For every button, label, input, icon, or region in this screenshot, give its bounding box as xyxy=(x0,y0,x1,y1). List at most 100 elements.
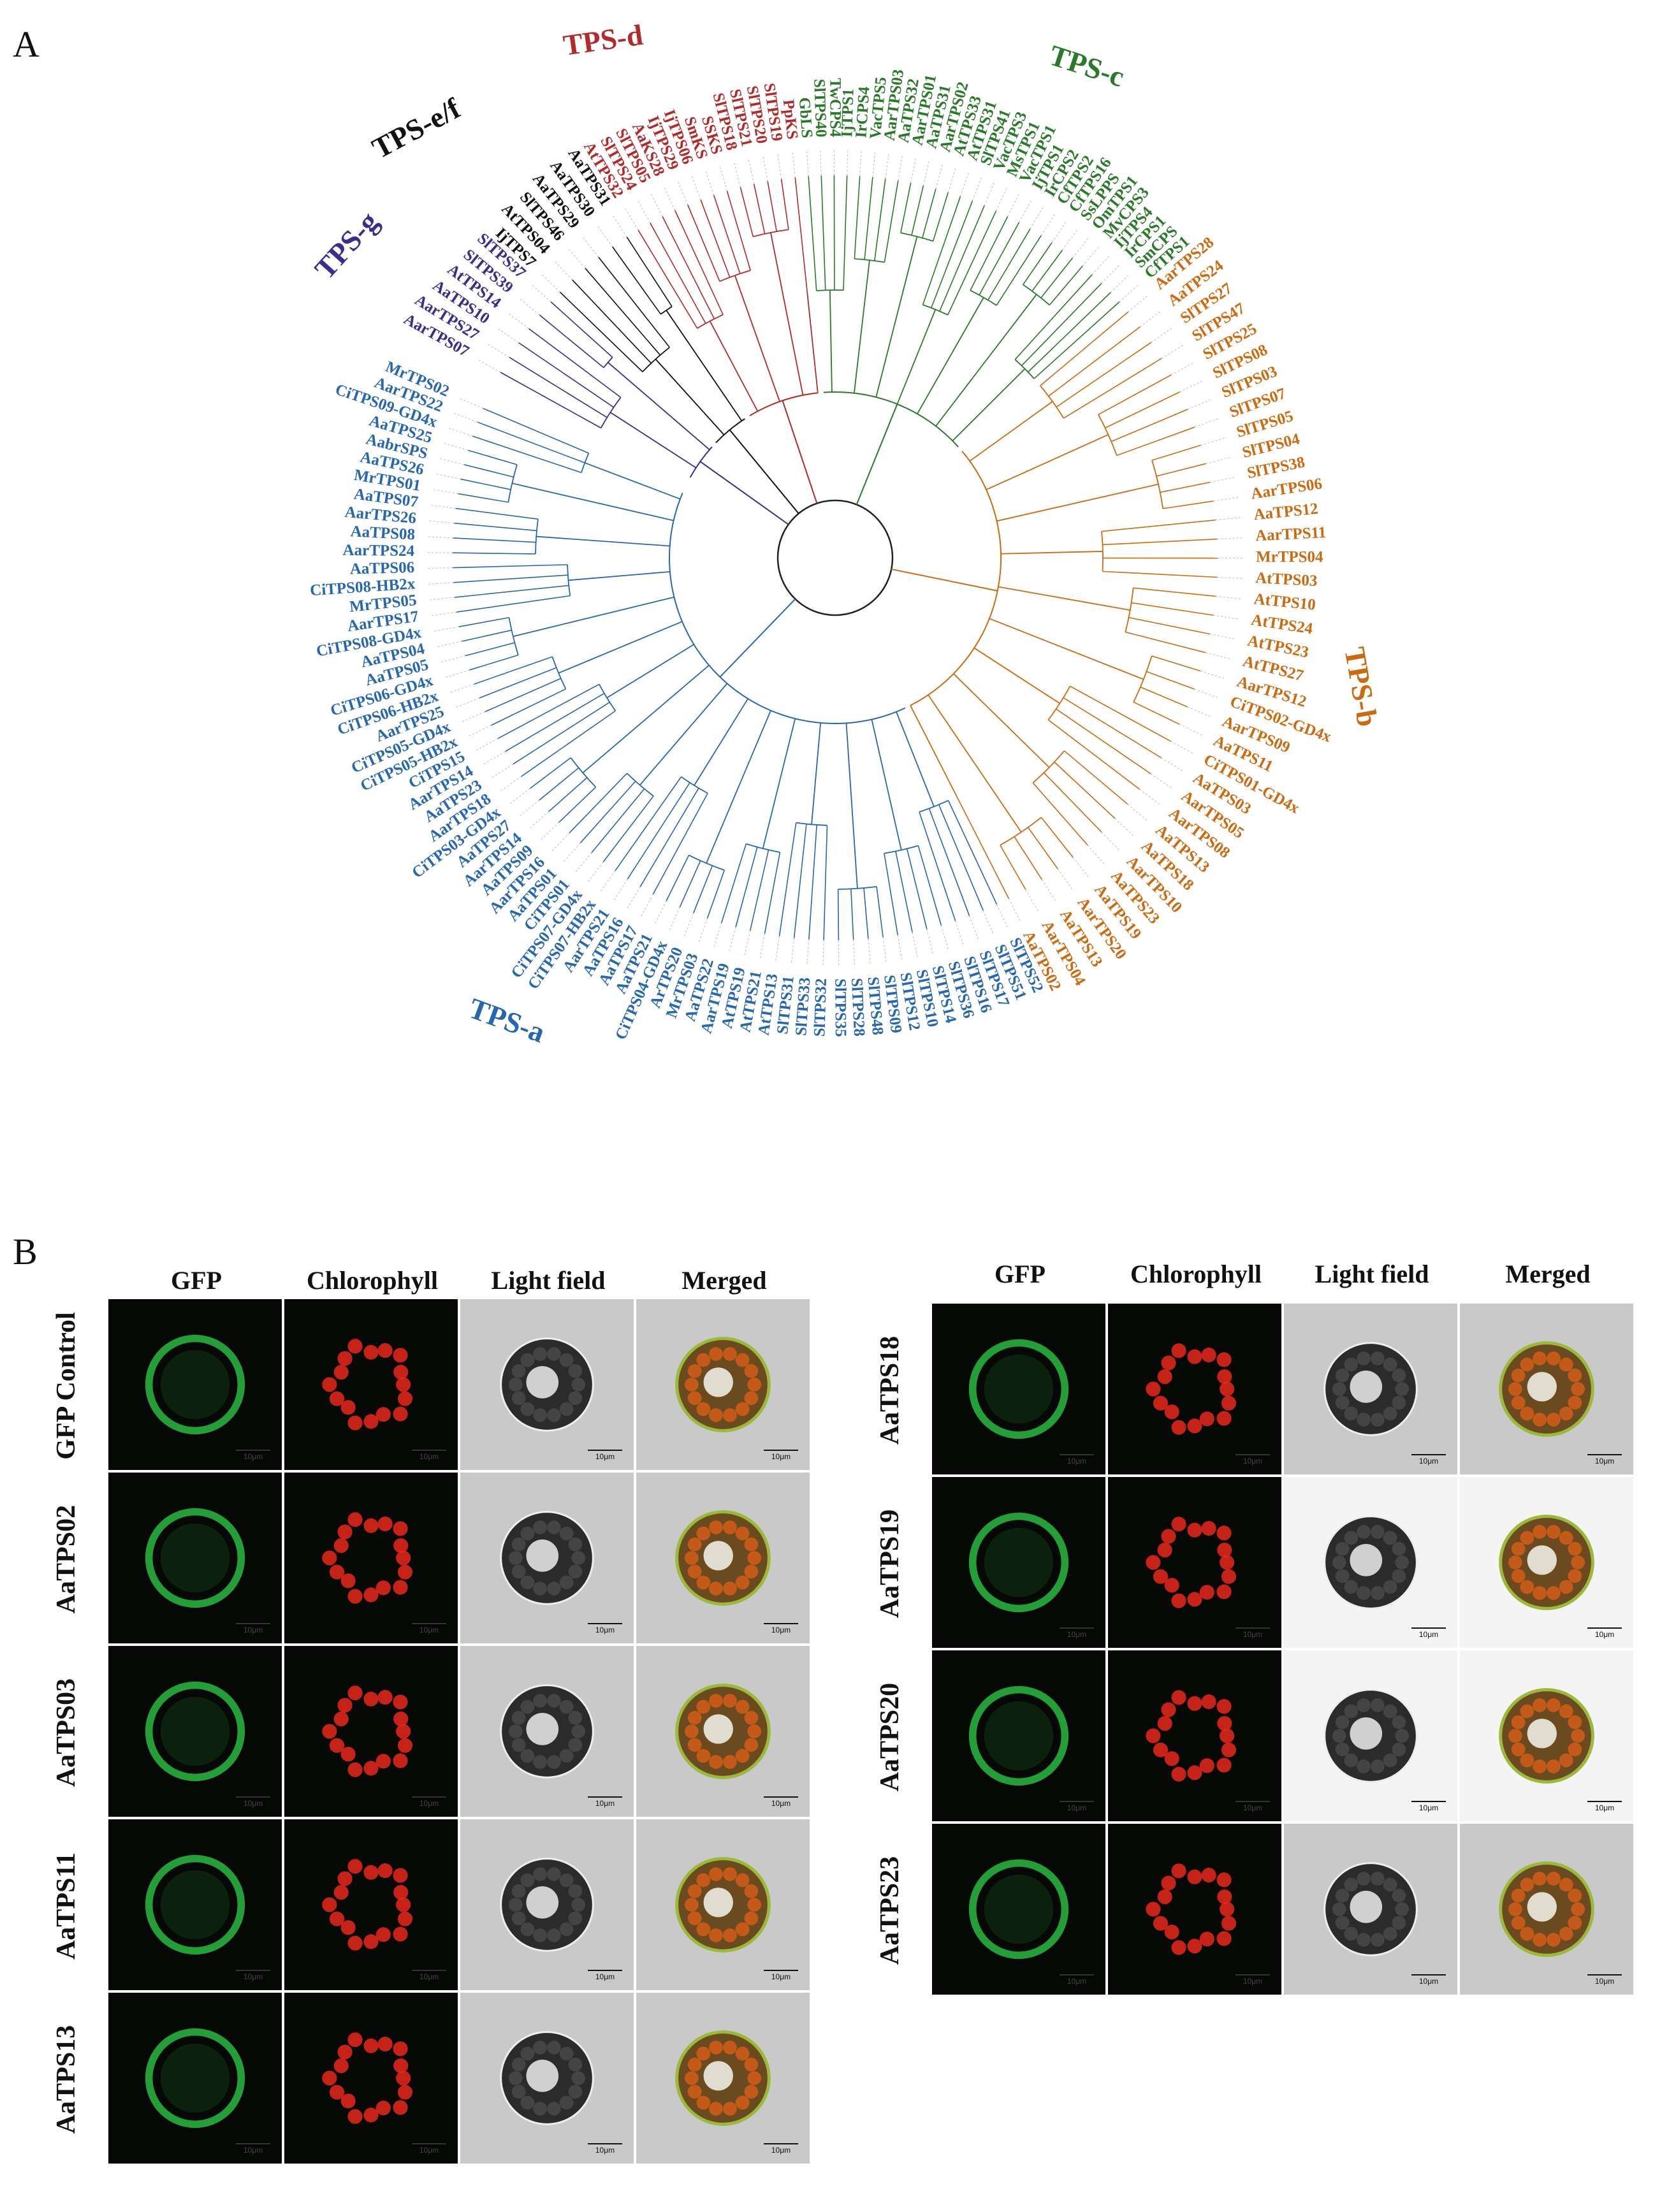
micrograph-chlorophyll: 10μm xyxy=(284,1993,458,2164)
scale-bar: 10μm xyxy=(1235,1974,1270,1986)
micrograph-chlorophyll: 10μm xyxy=(284,1819,458,1990)
micrograph-merged: 10μm xyxy=(1460,1650,1633,1821)
column-header-light-field: Light field xyxy=(1315,1260,1429,1288)
scale-bar: 10μm xyxy=(236,1970,270,1981)
micrograph-merged: 10μm xyxy=(636,1819,810,1990)
scale-bar: 10μm xyxy=(1060,1801,1094,1812)
row-label: AaTPS03 xyxy=(52,1678,81,1787)
micrograph-light-field: 10μm xyxy=(460,1299,634,1470)
scale-bar: 10μm xyxy=(1060,1454,1094,1466)
scale-bar: 10μm xyxy=(764,1796,798,1808)
scale-bar: 10μm xyxy=(412,1623,446,1634)
scale-bar: 10μm xyxy=(764,1623,798,1634)
leaf-label: AaTPS08 xyxy=(350,523,416,543)
clade-tps-b: AarTPS28AaTPS24SlTPS27SlTPS47SlTPS25SlTP… xyxy=(891,234,1334,994)
scale-bar: 10μm xyxy=(588,1970,622,1981)
clade-label-tps-c: TPS-c xyxy=(1046,38,1128,93)
row-label: AaTPS20 xyxy=(875,1682,905,1792)
micrograph-gfp: 10μm xyxy=(932,1304,1105,1474)
micrograph-chlorophyll: 10μm xyxy=(1108,1304,1281,1474)
micrograph-gfp: 10μm xyxy=(108,1993,282,2164)
leaf-label: AaTPS12 xyxy=(1253,500,1319,524)
leaf-label: SlTPS33 xyxy=(792,977,813,1036)
micrograph-gfp: 10μm xyxy=(108,1299,282,1470)
micrograph-chlorophyll: 10μm xyxy=(284,1299,458,1470)
leaf-label: SlTPS32 xyxy=(811,978,830,1037)
scale-bar: 10μm xyxy=(236,1623,270,1634)
micrograph-merged: 10μm xyxy=(636,1473,810,1643)
leaf-label: AtTPS03 xyxy=(1255,569,1318,590)
scale-bar: 10μm xyxy=(1235,1801,1270,1812)
column-header-gfp: GFP xyxy=(995,1260,1046,1288)
micrograph-gfp: 10μm xyxy=(108,1819,282,1990)
scale-bar: 10μm xyxy=(412,1450,446,1461)
row-label: AaTPS18 xyxy=(875,1335,905,1445)
column-header-merged: Merged xyxy=(681,1266,767,1295)
micrograph-chlorophyll: 10μm xyxy=(1108,1650,1281,1821)
scale-bar: 10μm xyxy=(1411,1627,1446,1639)
scale-bar: 10μm xyxy=(1411,1801,1446,1812)
clade-tps-a: SlTPS52SlTPS51SlTPS17SlTPS16SlTPS36SlTPS… xyxy=(309,358,1046,1042)
leaf-label: IrCPS4 xyxy=(852,86,873,139)
scale-bar: 10μm xyxy=(1060,1627,1094,1639)
micrograph-gfp: 10μm xyxy=(108,1646,282,1817)
leaf-label: MrTPS04 xyxy=(1256,548,1323,565)
micrograph-light-field: 10μm xyxy=(1284,1304,1457,1474)
leaf-label: GbLS xyxy=(796,97,815,139)
clade-label-tps-g: TPS-g xyxy=(308,205,384,285)
clade-tps-g: AarTPS07AarTPS27AaTPS10AtTPS14SlTPS39SlT… xyxy=(401,230,789,525)
tree-root xyxy=(776,499,894,616)
clade-label-tps-b: TPS-b xyxy=(1338,644,1384,729)
column-header-gfp: GFP xyxy=(171,1266,222,1295)
scale-bar: 10μm xyxy=(588,1796,622,1808)
scale-bar: 10μm xyxy=(1587,1974,1622,1986)
leaf-label: AarTPS24 xyxy=(342,542,414,560)
clade-label-tps-d: TPS-d xyxy=(561,18,645,62)
micrograph-light-field: 10μm xyxy=(460,1993,634,2164)
row-label: GFP Control xyxy=(52,1312,81,1460)
row-label: AaTPS19 xyxy=(875,1509,905,1619)
scale-bar: 10μm xyxy=(764,1970,798,1981)
scale-bar: 10μm xyxy=(412,1796,446,1808)
panel-a-letter: A xyxy=(13,24,40,65)
micrograph-light-field: 10μm xyxy=(460,1473,634,1643)
clade-label-tps-ef: TPS-e/f xyxy=(367,92,465,165)
micrograph-chlorophyll: 10μm xyxy=(284,1473,458,1643)
scale-bar: 10μm xyxy=(588,1450,622,1461)
row-label: AaTPS23 xyxy=(875,1856,905,1965)
micrograph-merged: 10μm xyxy=(636,1299,810,1470)
micrograph-light-field: 10μm xyxy=(1284,1650,1457,1821)
clade-tps-d: AtTPS32SlTPS24SlTPS05AaKS28IjTPS29IjTPS0… xyxy=(580,82,819,504)
micrograph-chlorophyll: 10μm xyxy=(1108,1477,1281,1648)
scale-bar: 10μm xyxy=(412,2143,446,2155)
micrograph-light-field: 10μm xyxy=(1284,1477,1457,1648)
leaf-label: SlTPS35 xyxy=(831,979,849,1037)
micrograph-gfp: 10μm xyxy=(932,1650,1105,1821)
scale-bar: 10μm xyxy=(1411,1974,1446,1986)
leaf-label: PpKS xyxy=(780,99,801,140)
column-header-merged: Merged xyxy=(1505,1260,1591,1288)
micrograph-light-field: 10μm xyxy=(460,1819,634,1990)
micrograph-gfp: 10μm xyxy=(108,1473,282,1643)
micrograph-merged: 10μm xyxy=(1460,1824,1633,1995)
leaf-label: SlTPS40 xyxy=(810,78,829,138)
micrograph-merged: 10μm xyxy=(636,1993,810,2164)
scale-bar: 10μm xyxy=(1060,1974,1094,1986)
micrograph-chlorophyll: 10μm xyxy=(1108,1824,1281,1995)
scale-bar: 10μm xyxy=(588,2143,622,2155)
micrograph-merged: 10μm xyxy=(636,1646,810,1817)
scale-bar: 10μm xyxy=(1587,1801,1622,1812)
micrograph-chlorophyll: 10μm xyxy=(284,1646,458,1817)
clade-label-tps-a: TPS-a xyxy=(465,991,550,1049)
scale-bar: 10μm xyxy=(236,1796,270,1808)
panel-b-letter: B xyxy=(13,1231,38,1272)
leaf-label: AarTPS11 xyxy=(1255,524,1326,544)
row-label: AaTPS11 xyxy=(52,1852,81,1960)
scale-bar: 10μm xyxy=(1235,1627,1270,1639)
scale-bar: 10μm xyxy=(236,1450,270,1461)
column-header-light-field: Light field xyxy=(491,1266,606,1295)
leaf-label: AtTPS10 xyxy=(1253,590,1316,614)
row-label: AaTPS02 xyxy=(52,1504,81,1614)
micrograph-gfp: 10μm xyxy=(932,1824,1105,1995)
leaf-label: AaTPS06 xyxy=(349,559,414,578)
